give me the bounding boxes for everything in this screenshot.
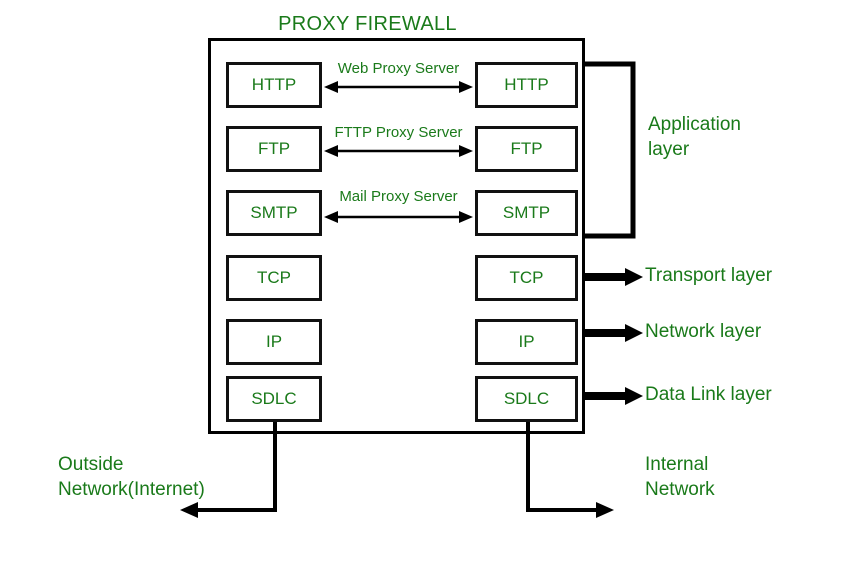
- internal-network-label: Internal Network: [645, 452, 715, 502]
- inside-box-smtp: SMTP: [475, 190, 578, 236]
- inside-box-sdlc: SDLC: [475, 376, 578, 422]
- data-link-layer-arrow: [585, 387, 643, 405]
- outside-box-tcp: TCP: [226, 255, 322, 301]
- proxy-arrow-http: [324, 80, 473, 94]
- outside-box-ftp: FTP: [226, 126, 322, 172]
- application-layer-bracket: [585, 61, 637, 239]
- outside-box-ip: IP: [226, 319, 322, 365]
- firewall-boundary: [208, 38, 585, 434]
- outside-box-http: HTTP: [226, 62, 322, 108]
- inside-box-ip: IP: [475, 319, 578, 365]
- proxy-label-ftp: FTTP Proxy Server: [334, 124, 463, 141]
- inside-box-http: HTTP: [475, 62, 578, 108]
- transport-layer-arrow: [585, 268, 643, 286]
- layer-label-network: Network layer: [645, 321, 762, 342]
- outside-network-label: Outside Network(Internet): [58, 452, 205, 502]
- inside-box-ftp: FTP: [475, 126, 578, 172]
- layer-label-application: Application layer: [648, 112, 741, 162]
- outside-network-line1: Outside: [58, 454, 124, 475]
- proxy-label-web: Web Proxy Server: [337, 60, 460, 77]
- proxy-arrow-smtp: [324, 210, 473, 224]
- proxy-label-mail: Mail Proxy Server: [339, 188, 458, 205]
- proxy-arrow-ftp: [324, 144, 473, 158]
- outside-box-smtp: SMTP: [226, 190, 322, 236]
- network-layer-arrow: [585, 324, 643, 342]
- internal-network-line2: Network: [645, 479, 715, 500]
- page-title: PROXY FIREWALL: [278, 13, 457, 35]
- layer-label-application-line2: layer: [648, 139, 690, 160]
- layer-label-application-line1: Application: [648, 114, 741, 135]
- layer-label-data-link: Data Link layer: [645, 384, 772, 405]
- internal-network-line1: Internal: [645, 454, 709, 475]
- layer-label-transport: Transport layer: [645, 265, 773, 286]
- outside-box-sdlc: SDLC: [226, 376, 322, 422]
- inside-box-tcp: TCP: [475, 255, 578, 301]
- outside-network-line2: Network(Internet): [58, 479, 205, 500]
